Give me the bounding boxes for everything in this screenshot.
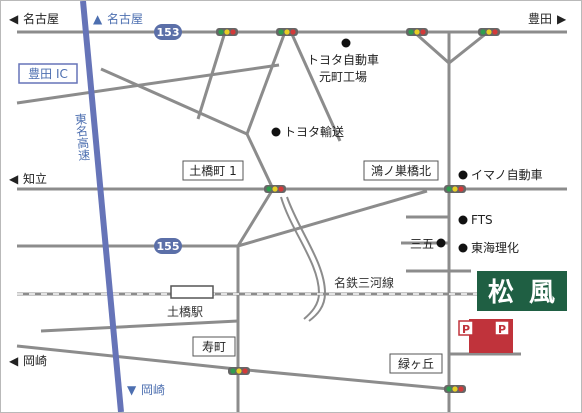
- route-155-badge: 155: [154, 238, 182, 254]
- intersection-midorigaoka: 緑ヶ丘: [389, 353, 443, 374]
- destination-shofu: 松 風 P P: [458, 271, 567, 353]
- sango-dot: [436, 238, 446, 248]
- route-153-badge: 153: [154, 24, 182, 40]
- landmarks: トヨタ自動車 元町工場 トヨタ輸送 イマノ自動車 FTS 三五 東海理化: [271, 38, 543, 255]
- shofu-logo-char2: 風: [529, 278, 555, 308]
- road-top-fork: [413, 30, 489, 65]
- traffic-signal-icon: [216, 28, 238, 36]
- fts-dot: [458, 215, 468, 225]
- road-overpass: [280, 196, 321, 320]
- intersection-konosu-bashi-kita: 鴻ノ巣橋北: [363, 160, 439, 181]
- svg-text:緑ヶ丘: 緑ヶ丘: [398, 356, 434, 371]
- svg-text:豊田 IC: 豊田 IC: [28, 67, 68, 81]
- traffic-signal-icon: [276, 28, 298, 36]
- dir-toyota-east: 豊田: [528, 12, 552, 26]
- toyota-motomachi-line1: トヨタ自動車: [307, 53, 379, 67]
- svg-text:土橋町 1: 土橋町 1: [189, 164, 236, 178]
- toyota-yuso-label: トヨタ輸送: [284, 124, 344, 139]
- road-southwest: [40, 319, 239, 333]
- station-name: 土橋駅: [167, 305, 203, 319]
- toyota-motomachi-line2: 元町工場: [319, 70, 367, 84]
- traffic-signals: [216, 28, 500, 393]
- parking-right-box: [494, 320, 510, 336]
- road-toyota-yuso: [100, 67, 275, 190]
- dir-okazaki-west: 岡崎: [23, 354, 47, 368]
- arrow-left-nagoya: ◀: [9, 12, 19, 26]
- imano-dot: [458, 170, 468, 180]
- tokai-rika-label: 東海理化: [471, 240, 519, 255]
- toyota-ic-label: 豊田 IC: [18, 63, 78, 84]
- parking-left-icon: P: [462, 323, 470, 336]
- tokai-rika-dot: [458, 243, 468, 253]
- traffic-signal-icon: [406, 28, 428, 36]
- toyota-motomachi-dot: [341, 38, 351, 48]
- svg-text:鴻ノ巣橋北: 鴻ノ巣橋北: [371, 164, 431, 178]
- toyota-yuso-dot: [271, 127, 281, 137]
- arrow-up-nagoya: ▲: [93, 12, 103, 26]
- traffic-signal-icon: [444, 385, 466, 393]
- road-north-link: [245, 31, 287, 135]
- arrow-down-okazaki: ▼: [127, 383, 137, 397]
- road-east-branch: [289, 31, 342, 142]
- traffic-signal-icon: [478, 28, 500, 36]
- arrow-left-chiryu: ◀: [9, 172, 19, 186]
- svg-text:155: 155: [157, 240, 180, 253]
- road-route-155: [17, 189, 428, 248]
- shofu-logo-char1: 松: [488, 278, 514, 308]
- tsuchihashi-station: 土橋駅: [167, 285, 214, 319]
- dir-okazaki-south: 岡崎: [141, 383, 165, 397]
- sango-label: 三五: [410, 237, 434, 251]
- parking-left-box: [458, 320, 474, 336]
- intersection-tsuchihashi-1: 土橋町 1: [182, 160, 244, 181]
- dir-chiryu-west: 知立: [23, 171, 47, 186]
- parking-right-icon: P: [498, 323, 506, 336]
- arrow-left-okazaki: ◀: [9, 354, 19, 368]
- intersection-kotobuki: 寿町: [192, 336, 236, 357]
- traffic-signal-icon: [444, 185, 466, 193]
- road-diagonal-north: [16, 63, 280, 105]
- tomei-expressway: [80, 1, 124, 412]
- arrow-right-toyota: ▶: [557, 12, 567, 26]
- shofu-logo: [477, 271, 567, 311]
- road-overpass-inner: [286, 196, 327, 322]
- road-tsuchihashi-south: [236, 188, 275, 412]
- railway-line-name: 名鉄三河線: [334, 275, 394, 290]
- fts-label: FTS: [471, 213, 493, 227]
- svg-text:153: 153: [157, 26, 180, 39]
- dir-nagoya-north: 名古屋: [107, 11, 143, 26]
- traffic-signal-icon: [264, 185, 286, 193]
- svg-text:寿町: 寿町: [202, 340, 226, 354]
- traffic-signal-icon: [228, 367, 250, 375]
- direction-labels: ◀ 名古屋 ▲ 名古屋 豊田 ▶ ◀ 知立 ◀ 岡崎 ▼ 岡崎: [9, 11, 567, 397]
- dir-nagoya-west: 名古屋: [23, 11, 59, 26]
- imano-label: イマノ自動車: [471, 168, 543, 182]
